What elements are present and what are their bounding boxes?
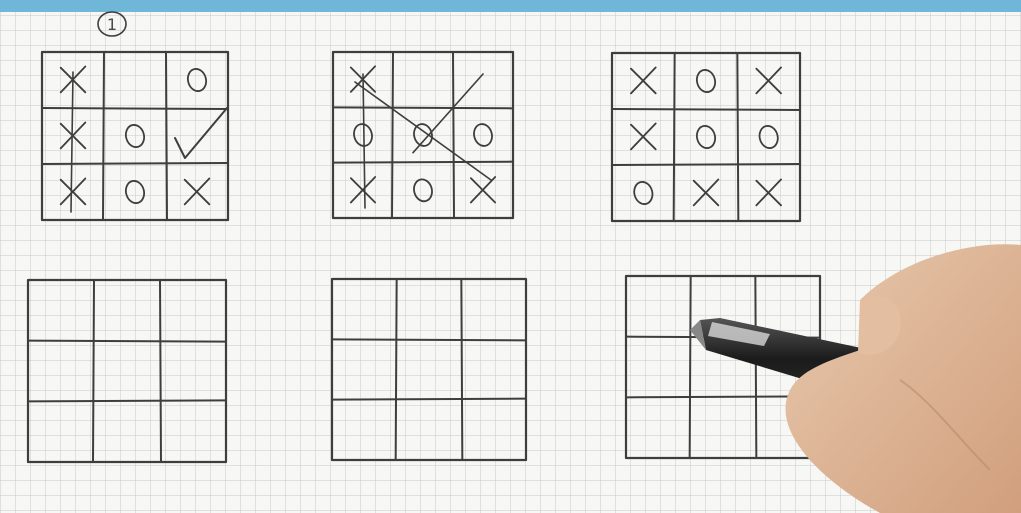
board-vline — [461, 279, 462, 460]
board-vline — [737, 53, 738, 221]
board-vline — [93, 280, 94, 462]
board-hline — [333, 162, 513, 163]
board-vline — [392, 52, 393, 218]
board-vline — [103, 52, 104, 220]
board-hline — [332, 399, 526, 400]
board-vline — [396, 279, 397, 460]
board-hline — [332, 339, 526, 340]
board-hline — [612, 109, 800, 110]
board-vline — [453, 52, 454, 218]
board-hline — [333, 107, 513, 108]
board-hline — [42, 163, 228, 164]
board-hline — [42, 108, 228, 109]
board-vline — [166, 52, 167, 220]
board-vline — [755, 276, 756, 458]
board-vline — [690, 276, 691, 458]
board-hline — [612, 164, 800, 165]
board-vline — [674, 53, 675, 221]
board-hline — [28, 400, 226, 401]
board-vline — [160, 280, 161, 462]
top-band — [0, 0, 1021, 12]
board-hline — [28, 341, 226, 342]
page-number: 1 — [107, 15, 117, 34]
